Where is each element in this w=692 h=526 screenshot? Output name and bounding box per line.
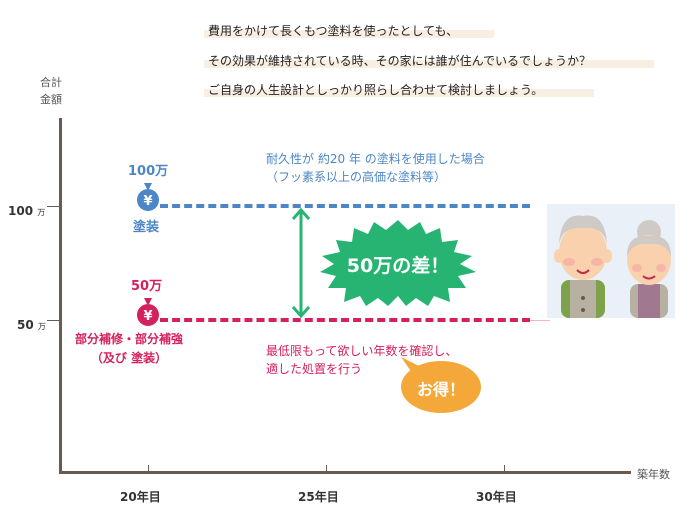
svg-text:¥: ¥ <box>143 309 152 324</box>
x-tick <box>326 465 327 472</box>
x-axis <box>59 471 631 474</box>
low-label-2: （及び 塗装） <box>90 351 168 365</box>
high-note: 耐久性が 約20 年 の塗料を使用した場合 （フッ素系以上の高価な塗料等） <box>266 150 485 186</box>
high-amount: 100万 <box>128 164 169 179</box>
y-tick <box>47 206 60 207</box>
y-tick-label-50: 50 万 <box>17 318 46 332</box>
low-label: 部分補修・部分補強 （及び 塗装） <box>75 330 183 368</box>
x-tick <box>148 465 149 472</box>
y-tick-label-100: 100 万 <box>8 204 46 218</box>
x-tick-label: 30年目 <box>476 490 517 504</box>
high-note-1: 耐久性が 約20 年 の塗料を使用した場合 <box>266 152 485 166</box>
double-arrow-icon <box>290 207 312 319</box>
intro-line-1: 費用をかけて長くもつ塗料を使ったとしても、 <box>208 24 459 38</box>
highlight <box>204 30 494 38</box>
intro-line-2: その効果が維持されている時、その家には誰が住んでいるでしょうか？ <box>208 54 592 68</box>
y-tick <box>47 320 60 321</box>
burst-shape <box>320 220 476 306</box>
low-note-1: 最低限もって欲しい年数を確認し、 <box>266 344 458 358</box>
x-tick <box>504 465 505 472</box>
high-note-2: （フッ素系以上の高価な塗料等） <box>266 170 447 184</box>
low-label-1: 部分補修・部分補強 <box>75 332 184 346</box>
line-tail <box>530 320 550 321</box>
x-axis-label: 築年数 <box>637 468 670 481</box>
x-tick-label: 25年目 <box>298 490 339 504</box>
deal-text: お得！ <box>416 380 465 399</box>
highlight <box>204 89 594 97</box>
difference-badge: 50万の差！ <box>318 218 478 308</box>
x-tick-label: 20年目 <box>120 490 161 504</box>
y-axis-label-1: 合計 <box>40 76 62 89</box>
intro-line-3: ご自身の人生設計としっかり照らし合わせて検討しましょう。 <box>208 83 544 97</box>
money-bag-icon: ¥ <box>135 181 161 211</box>
high-label: 塗装 <box>133 220 160 235</box>
deal-bubble: お得！ <box>395 355 485 415</box>
elderly-couple-illustration <box>547 204 675 318</box>
y-axis-label: 合計 金額 <box>40 74 62 108</box>
difference-text: 50万の差！ <box>346 255 450 277</box>
low-note-2: 適した処置を行う <box>266 362 363 376</box>
highlight <box>204 60 654 68</box>
svg-text:¥: ¥ <box>143 194 152 209</box>
y-axis-label-2: 金額 <box>40 93 62 106</box>
low-note: 最低限もって欲しい年数を確認し、 適した処置を行う <box>266 342 457 378</box>
y-axis <box>59 118 62 474</box>
low-cost-line <box>160 318 530 322</box>
high-cost-line <box>160 204 530 208</box>
low-amount: 50万 <box>131 279 163 294</box>
money-bag-icon: ¥ <box>135 296 161 326</box>
